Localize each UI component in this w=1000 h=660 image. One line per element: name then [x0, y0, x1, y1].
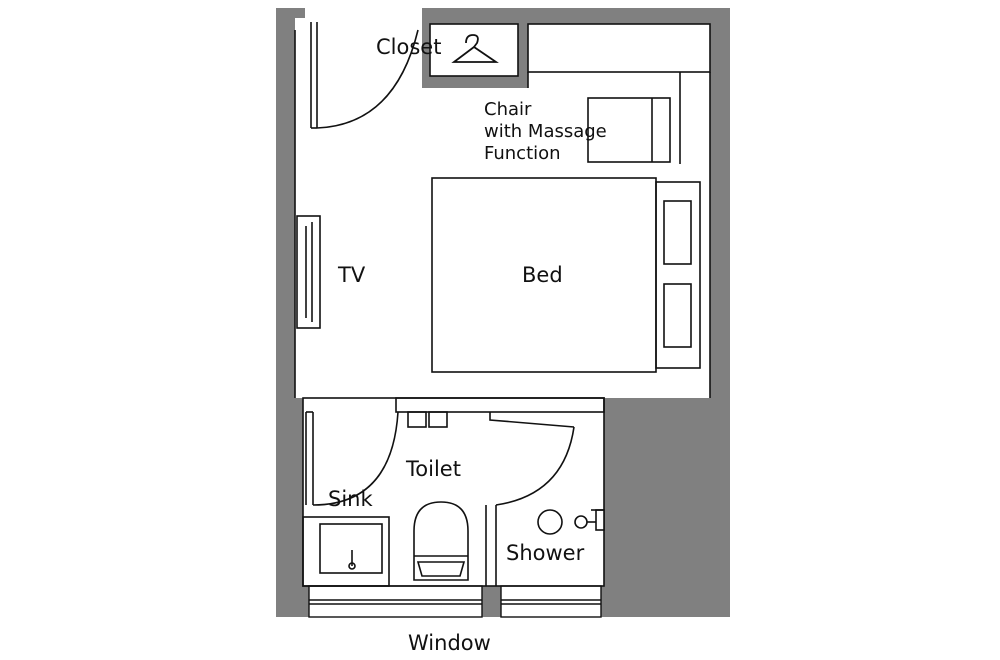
window-frames — [308, 585, 602, 618]
bed — [431, 177, 701, 373]
chair-label-line3: Function — [484, 143, 561, 164]
tv-unit — [296, 215, 321, 329]
chair-label-line1: Chair — [484, 99, 532, 120]
shower-label: Shower — [506, 541, 585, 565]
closet-label: Closet — [376, 35, 441, 59]
entrance-door — [310, 22, 419, 129]
window-label: Window — [408, 631, 491, 655]
shower-head-icon — [537, 509, 605, 535]
massage-chair — [587, 97, 671, 163]
sink-fixture — [302, 516, 390, 587]
shower-door — [489, 412, 575, 506]
sink-label: Sink — [328, 487, 373, 511]
bed-label: Bed — [522, 263, 563, 287]
walls — [276, 8, 730, 617]
bathroom-door — [305, 411, 399, 506]
chair-label-line2: with Massage — [484, 121, 607, 142]
toilet-label: Toilet — [405, 457, 461, 481]
wall-fixtures — [407, 411, 448, 428]
tv-label: TV — [337, 263, 366, 287]
hanger-icon — [451, 34, 499, 63]
toilet-fixture — [413, 501, 469, 581]
